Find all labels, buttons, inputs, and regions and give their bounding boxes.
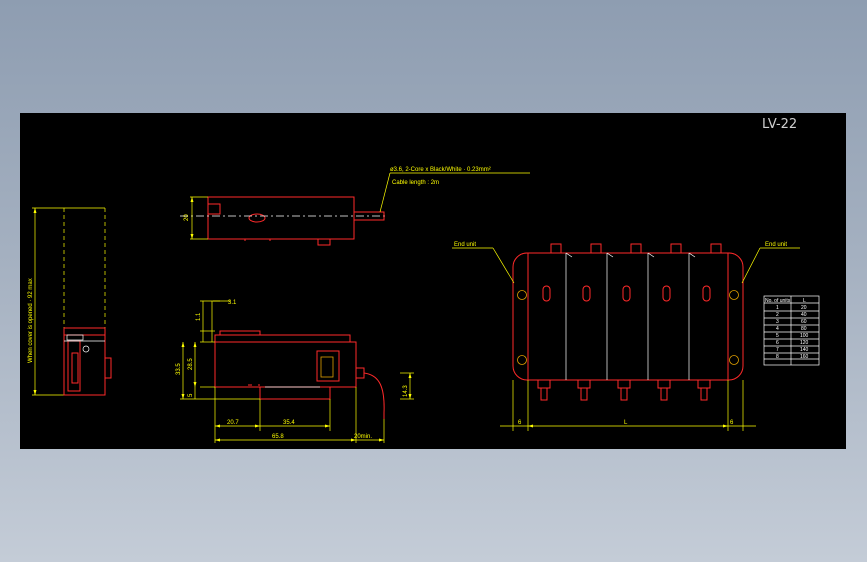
table-cell: 40 [801, 312, 807, 318]
cable-note-line1: ø3.6, 2-Core x Black/White · 0.23mm² [390, 167, 491, 173]
dim-20min: 20min. [354, 434, 372, 440]
table-cell: 8 [776, 354, 779, 360]
cable-note-line2: Cable length : 2m [392, 180, 439, 186]
table-header-length: L [803, 298, 806, 304]
table-cell: 120 [800, 340, 809, 346]
dim-5: 5 [188, 393, 194, 397]
table-cell: 4 [776, 326, 779, 332]
table-cell: 1 [776, 305, 779, 311]
table-header-units: No. of units [765, 298, 791, 304]
units-length-table: No. of units L 1 20 2 40 3 60 4 80 5 100… [763, 295, 820, 366]
side-view-cover-open: When cover is opened · 92 max [28, 207, 112, 396]
table-cell: 100 [800, 333, 809, 339]
table-cell: 3 [776, 319, 779, 325]
end-unit-left-label: End unit [454, 242, 476, 248]
table-cell: 7 [776, 347, 779, 353]
dim-1-1: 1.1 [196, 312, 202, 321]
table-cell: 140 [800, 347, 809, 353]
dim-35-4: 35.4 [283, 420, 295, 426]
table-cell: 5 [776, 333, 779, 339]
top-view: 20 ø3.6, 2-Core x Black/White · 0.23mm² … [180, 167, 530, 246]
front-view-dimensions: 1.1 3.1 33.5 28.5 5 14.3 20.7 35.4 [176, 300, 414, 443]
end-unit-right-label: End unit [765, 242, 787, 248]
cad-drawing-canvas: LV-22 When cover is opened · 92 max [20, 113, 846, 449]
table-cell: 6 [776, 340, 779, 346]
dim-L: L [624, 420, 628, 426]
dim-14-3: 14.3 [403, 385, 409, 397]
dim-20-7: 20.7 [227, 420, 239, 426]
dim-28-5: 28.5 [188, 358, 194, 370]
drawing-title: LV-22 [762, 117, 797, 132]
table-cell: 20 [801, 305, 807, 311]
dim-6-left: 6 [518, 420, 522, 426]
table-cell: 160 [800, 354, 809, 360]
table-cell: 2 [776, 312, 779, 318]
table-rows: 1 20 2 40 3 60 4 80 5 100 6 120 7 140 8 … [776, 305, 809, 360]
front-view [214, 330, 385, 419]
multi-unit-assembly: End unit End unit 6 L 6 [452, 242, 800, 431]
table-cell: 60 [801, 319, 807, 325]
cover-note: When cover is opened · 92 max [28, 278, 34, 363]
dim-height-20: 20 [184, 214, 190, 221]
table-cell: 80 [801, 326, 807, 332]
cad-drawing: LV-22 When cover is opened · 92 max [28, 117, 820, 443]
dim-65-8: 65.8 [272, 434, 284, 440]
dim-33-5: 33.5 [176, 363, 182, 375]
dim-3-1: 3.1 [228, 300, 237, 306]
dim-6-right: 6 [730, 420, 734, 426]
